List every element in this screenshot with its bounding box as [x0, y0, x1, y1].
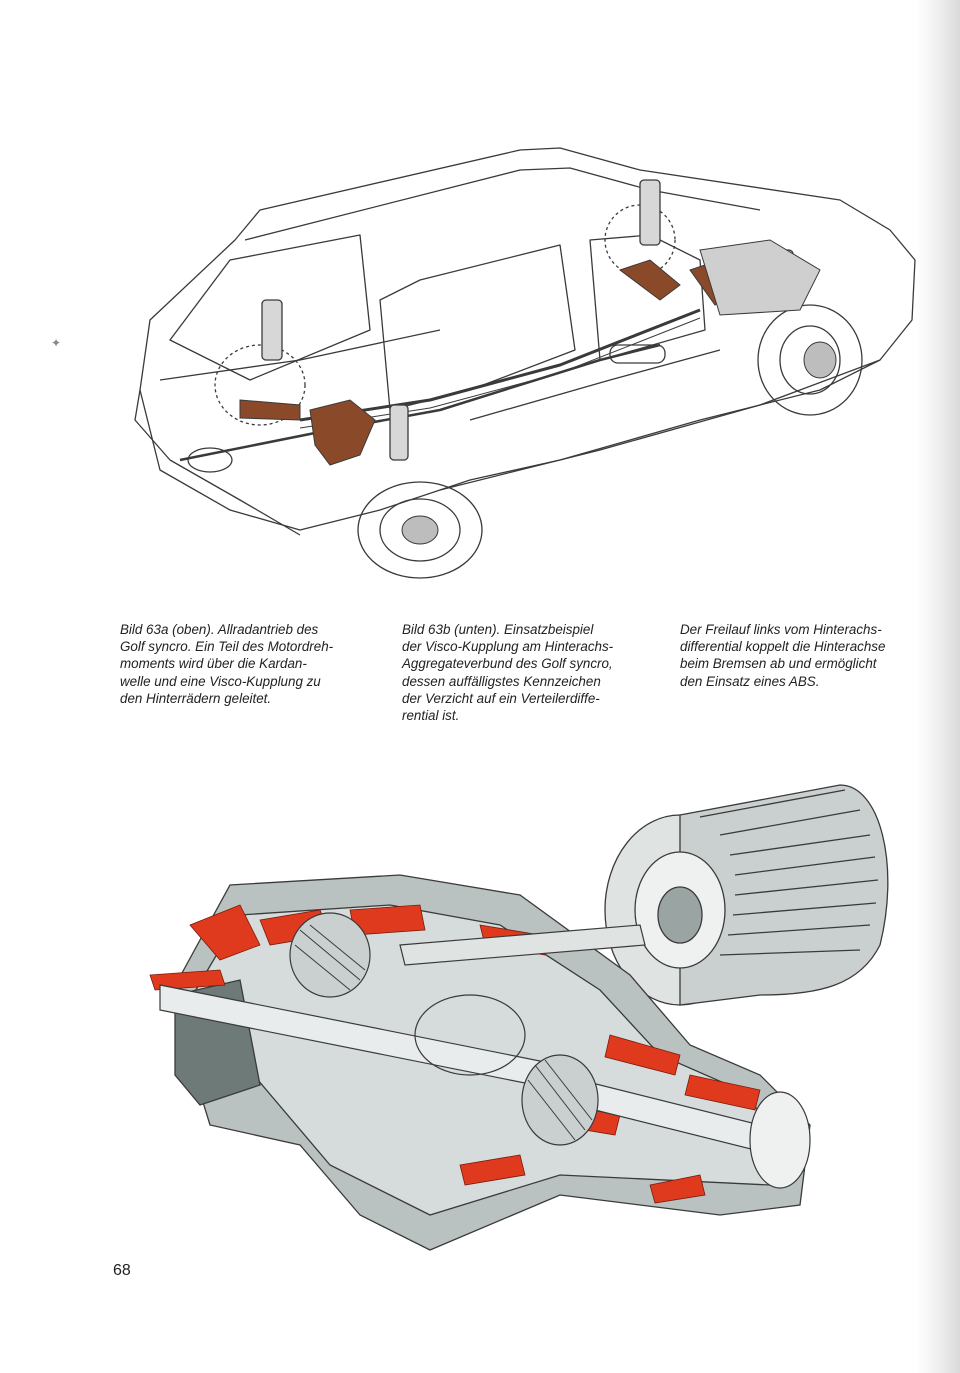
rear-axle-visco-coupling-icon [149, 784, 889, 1251]
page-edge-shadow [916, 0, 960, 1373]
caption-row: Bild 63a (oben). Allradantrieb des Golf … [120, 621, 940, 741]
caption-bild-63a: Bild 63a (oben). Allradantrieb des Golf … [120, 622, 334, 706]
caption-freilauf: Der Freilauf links vom Hinterachs- diffe… [680, 622, 886, 689]
caption-bild-63b: Bild 63b (unten). Einsatzbeispiel der Vi… [402, 622, 614, 724]
figure-63b-rear-axle-cutaway [0, 745, 960, 1275]
figure-63a-car-cutaway [0, 60, 960, 580]
page-number: 68 [113, 1262, 131, 1279]
golf-syncro-cutaway-icon [134, 147, 916, 579]
stray-print-mark: ✦ [51, 336, 62, 350]
